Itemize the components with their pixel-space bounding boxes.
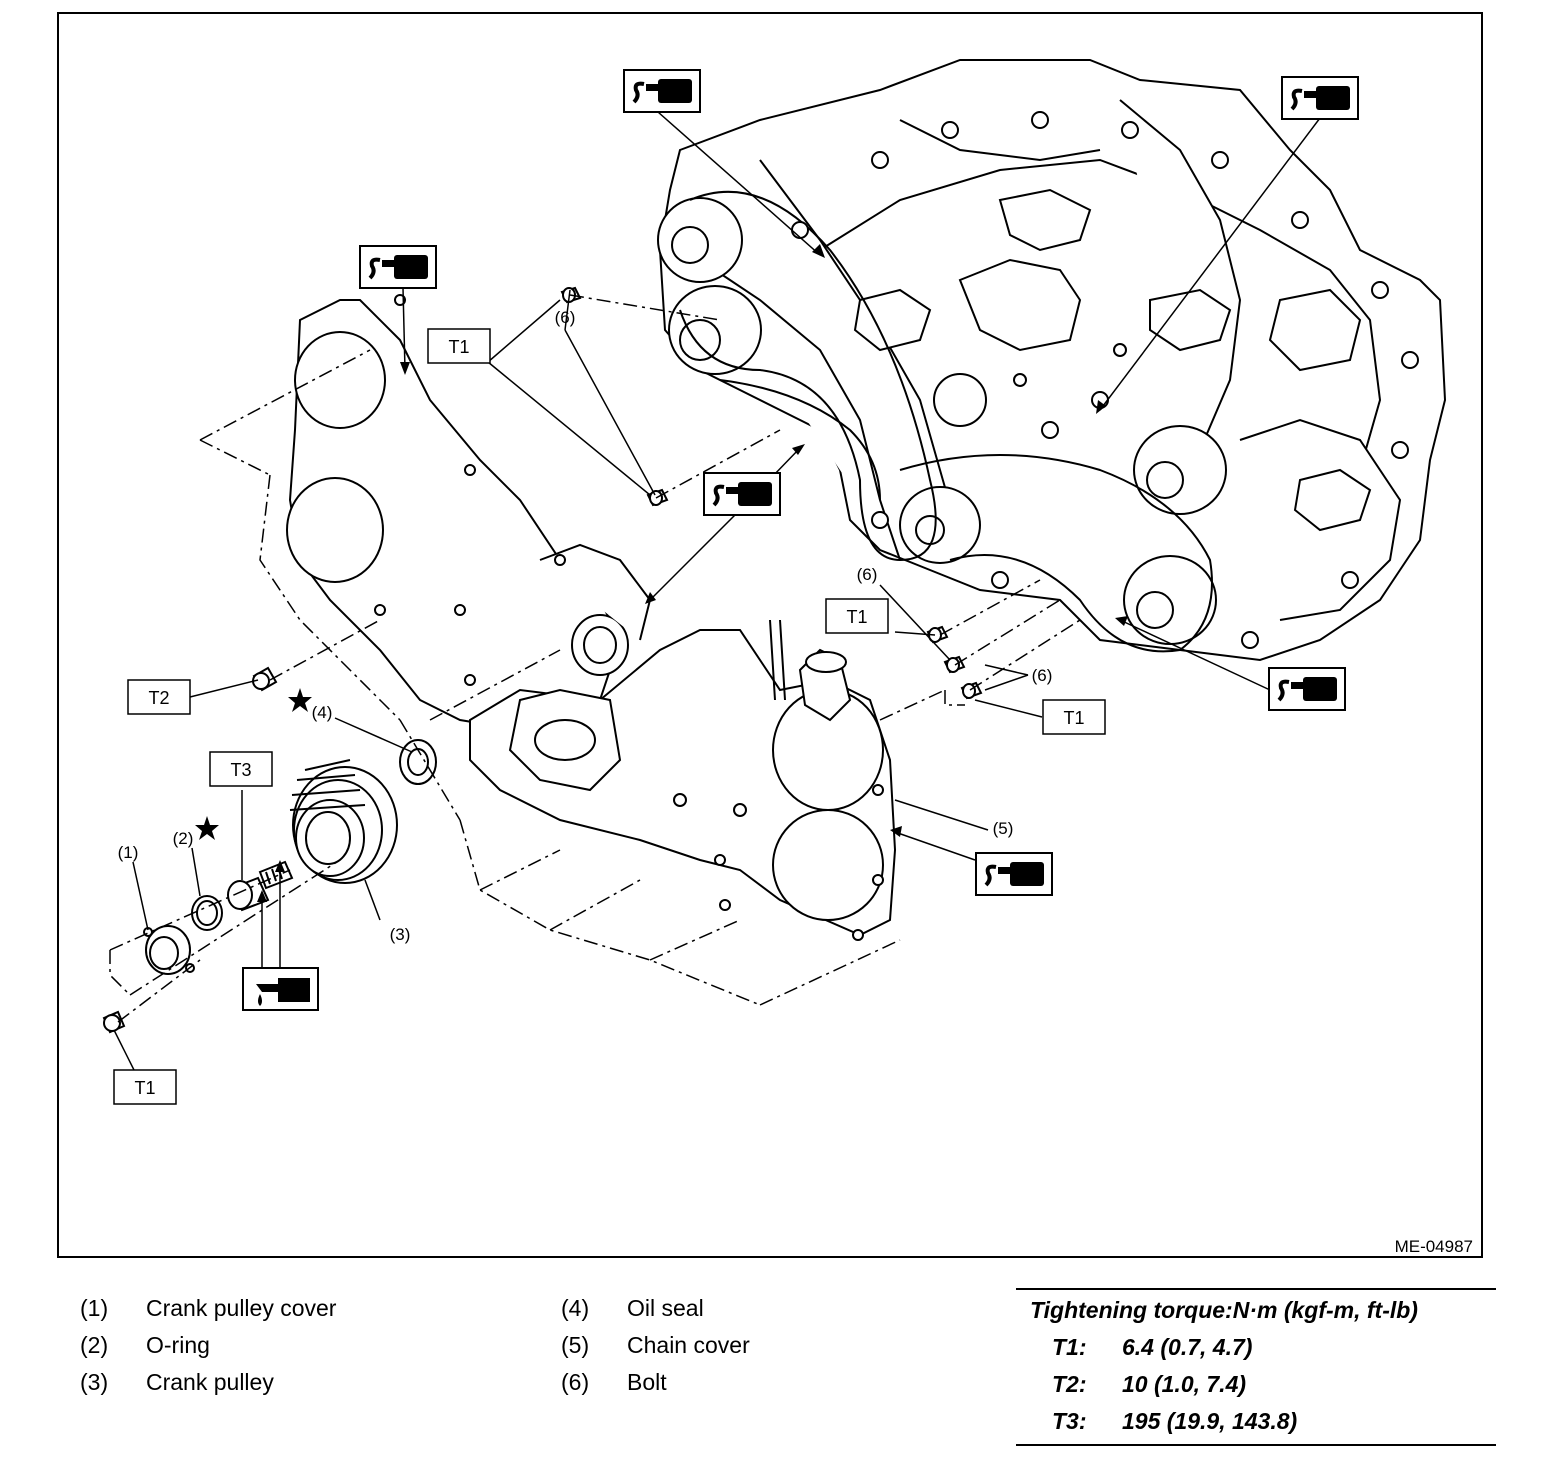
legend-right: (4) Oil seal (5) Chain cover (6) Bolt <box>561 1290 750 1401</box>
torque-label-t1-right: T1 <box>1063 708 1084 728</box>
assembly-lines <box>109 294 1081 1023</box>
oil-apply-icon <box>242 967 319 1011</box>
legend-item: (4) Oil seal <box>561 1290 750 1327</box>
crank-pulley-cover <box>143 925 195 975</box>
torque-label-t1-bottom: T1 <box>134 1078 155 1098</box>
sealant-icon <box>974 851 1054 897</box>
legend-num: (1) <box>80 1295 109 1321</box>
torque-value: 10 (1.0, 7.4) <box>1122 1371 1247 1397</box>
legend-num: (6) <box>561 1369 590 1395</box>
torque-box-t2 <box>127 679 191 715</box>
star-icon <box>288 688 312 712</box>
torque-box-t3 <box>209 751 273 787</box>
legend-label: Bolt <box>627 1369 667 1395</box>
legend-item: (2) O-ring <box>80 1327 336 1364</box>
figure-code: ME-04987 <box>1395 1237 1473 1256</box>
callout-3: (3) <box>390 925 411 944</box>
legend-label: Crank pulley <box>146 1369 274 1395</box>
diagram-frame <box>57 12 1483 1258</box>
torque-row: T2: 10 (1.0, 7.4) <box>1016 1366 1496 1403</box>
legend-num: (2) <box>80 1332 109 1358</box>
sealant-icon <box>1267 666 1347 712</box>
o-ring <box>191 895 223 931</box>
engine-block <box>657 59 1447 662</box>
legend-item: (3) Crank pulley <box>80 1364 336 1401</box>
callout-4: (4) <box>312 703 333 722</box>
torque-label-t2: T2 <box>148 688 169 708</box>
torque-code: T2: <box>1052 1371 1087 1397</box>
legend-label: Oil seal <box>627 1295 704 1321</box>
torque-box-t1-right <box>1042 699 1106 735</box>
legend-num: (5) <box>561 1332 590 1358</box>
torque-row: T3: 195 (19.9, 143.8) <box>1016 1403 1496 1440</box>
legend-item: (6) Bolt <box>561 1364 750 1401</box>
torque-spec-table: Tightening torque:N·m (kgf-m, ft-lb) T1:… <box>1016 1288 1496 1446</box>
chain-cover <box>469 619 897 941</box>
callout-6-right: (6) <box>1032 666 1053 685</box>
torque-box-t1-bottom <box>113 1069 177 1105</box>
sealant-icon <box>702 471 782 517</box>
torque-row: T1: 6.4 (0.7, 4.7) <box>1016 1329 1496 1366</box>
callout-1: (1) <box>118 843 139 862</box>
legend-num: (3) <box>80 1369 109 1395</box>
torque-title: Tightening torque:N·m (kgf-m, ft-lb) <box>1030 1297 1418 1323</box>
torque-box-t1-top <box>427 328 491 364</box>
sealant-icon <box>1280 75 1360 121</box>
legend-left: (1) Crank pulley cover (2) O-ring (3) Cr… <box>80 1290 336 1401</box>
star-icon <box>195 816 219 840</box>
sealant-icon <box>358 244 438 290</box>
callout-6-mid: (6) <box>857 565 878 584</box>
left-cover <box>286 294 652 732</box>
legend-label: Crank pulley cover <box>146 1295 337 1321</box>
crank-bolt <box>227 860 294 912</box>
legend-label: Chain cover <box>627 1332 750 1358</box>
oil-seal <box>399 739 437 785</box>
torque-box-t1-mid <box>825 598 889 634</box>
crank-pulley <box>289 759 398 884</box>
sealant-icon <box>622 68 702 114</box>
torque-code: T1: <box>1052 1334 1087 1360</box>
legend-num: (4) <box>561 1295 590 1321</box>
legend-label: O-ring <box>146 1332 210 1358</box>
torque-label-t1-mid: T1 <box>846 607 867 627</box>
legend-item: (5) Chain cover <box>561 1327 750 1364</box>
torque-label-t1-top: T1 <box>448 337 469 357</box>
torque-code: T3: <box>1052 1408 1087 1434</box>
callout-5: (5) <box>993 819 1014 838</box>
callout-6-top: (6) <box>555 308 576 327</box>
torque-value: 195 (19.9, 143.8) <box>1122 1408 1298 1434</box>
callout-2: (2) <box>173 829 194 848</box>
torque-value: 6.4 (0.7, 4.7) <box>1122 1334 1253 1360</box>
torque-label-t3: T3 <box>230 760 251 780</box>
legend-item: (1) Crank pulley cover <box>80 1290 336 1327</box>
